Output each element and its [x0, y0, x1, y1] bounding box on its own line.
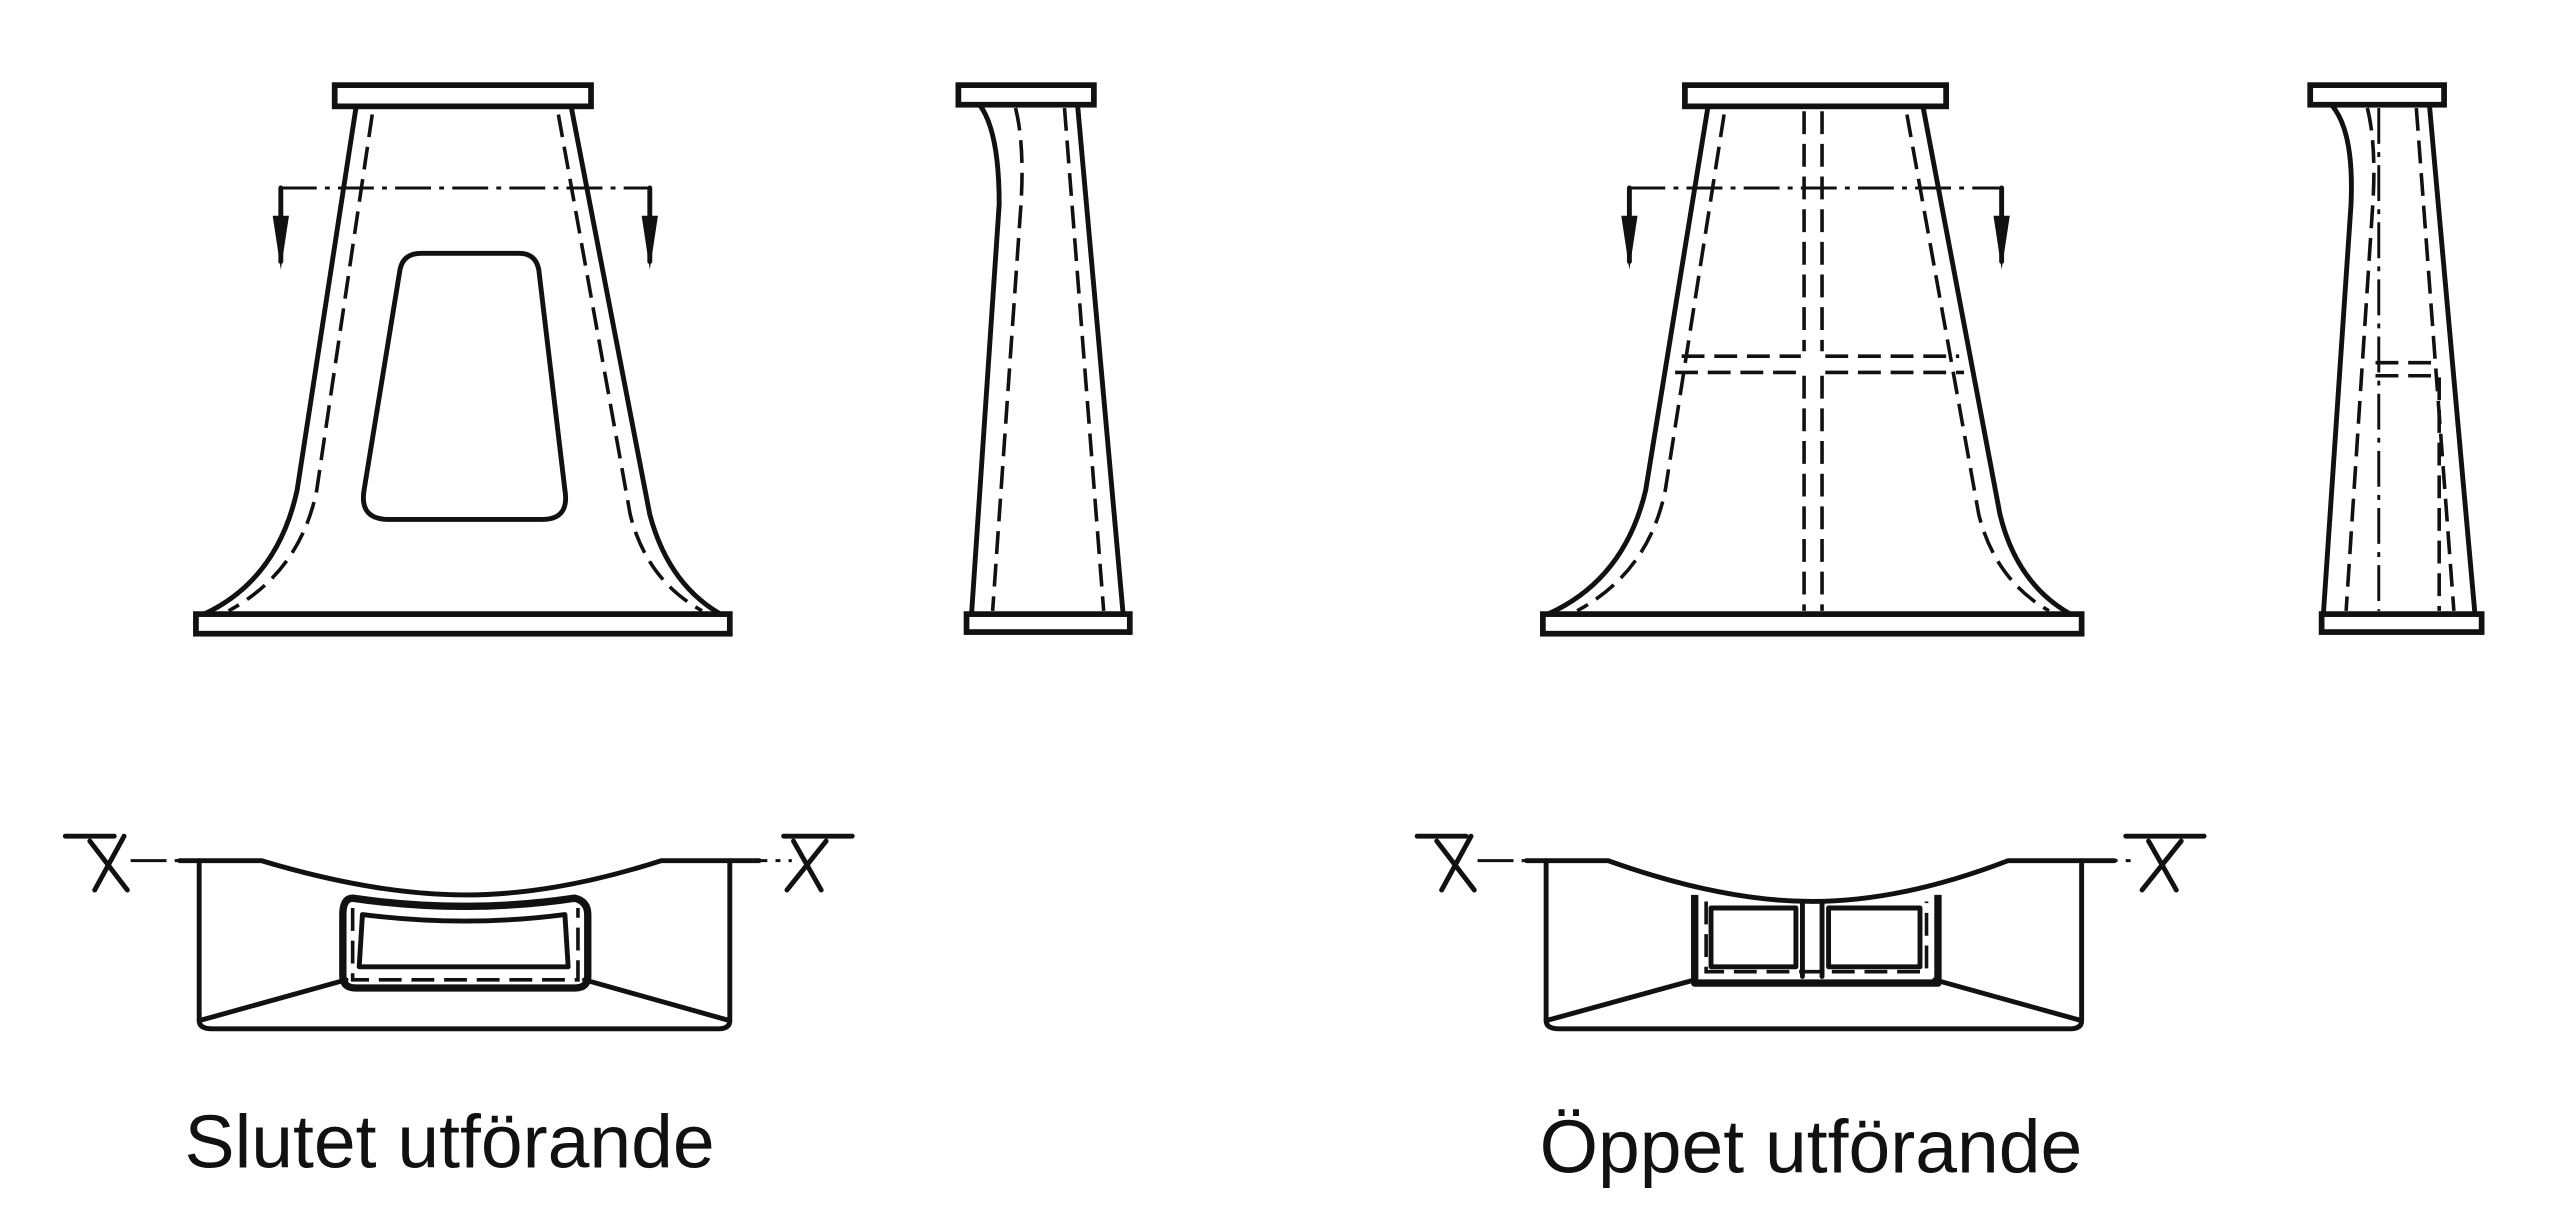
section-marker-icon	[1414, 833, 1477, 893]
right-web	[568, 105, 729, 620]
bottom-flange	[963, 611, 1133, 635]
open-box-section	[1691, 894, 1942, 987]
right-web	[1920, 105, 2080, 620]
section-marker-icon	[2123, 833, 2207, 893]
left-web	[1545, 105, 1711, 617]
closed-front-view	[193, 82, 733, 637]
top-flange	[955, 82, 1097, 108]
left-web	[201, 105, 359, 617]
bottom-flange	[2318, 611, 2485, 635]
window-opening	[360, 250, 569, 522]
closed-side-view	[955, 82, 1133, 635]
top-flange	[331, 82, 594, 110]
section-marker-icon	[62, 833, 130, 893]
closed-box-section	[339, 894, 592, 992]
closed-cross-section	[62, 833, 855, 1032]
horizontal-rib	[1675, 354, 1965, 375]
section-marker-icon	[781, 833, 855, 893]
open-cross-section	[1414, 833, 2207, 1032]
top-flange	[2307, 82, 2447, 108]
bottom-flange	[193, 611, 733, 637]
vertical-rib	[1802, 111, 1824, 611]
bottom-flange	[1540, 611, 2085, 637]
open-design-label: Öppet utförande	[1540, 1104, 2083, 1188]
top-flange	[1682, 82, 1949, 110]
closed-design-label: Slutet utförande	[184, 1100, 714, 1184]
open-side-view	[2307, 82, 2485, 635]
open-front-view	[1540, 82, 2085, 637]
